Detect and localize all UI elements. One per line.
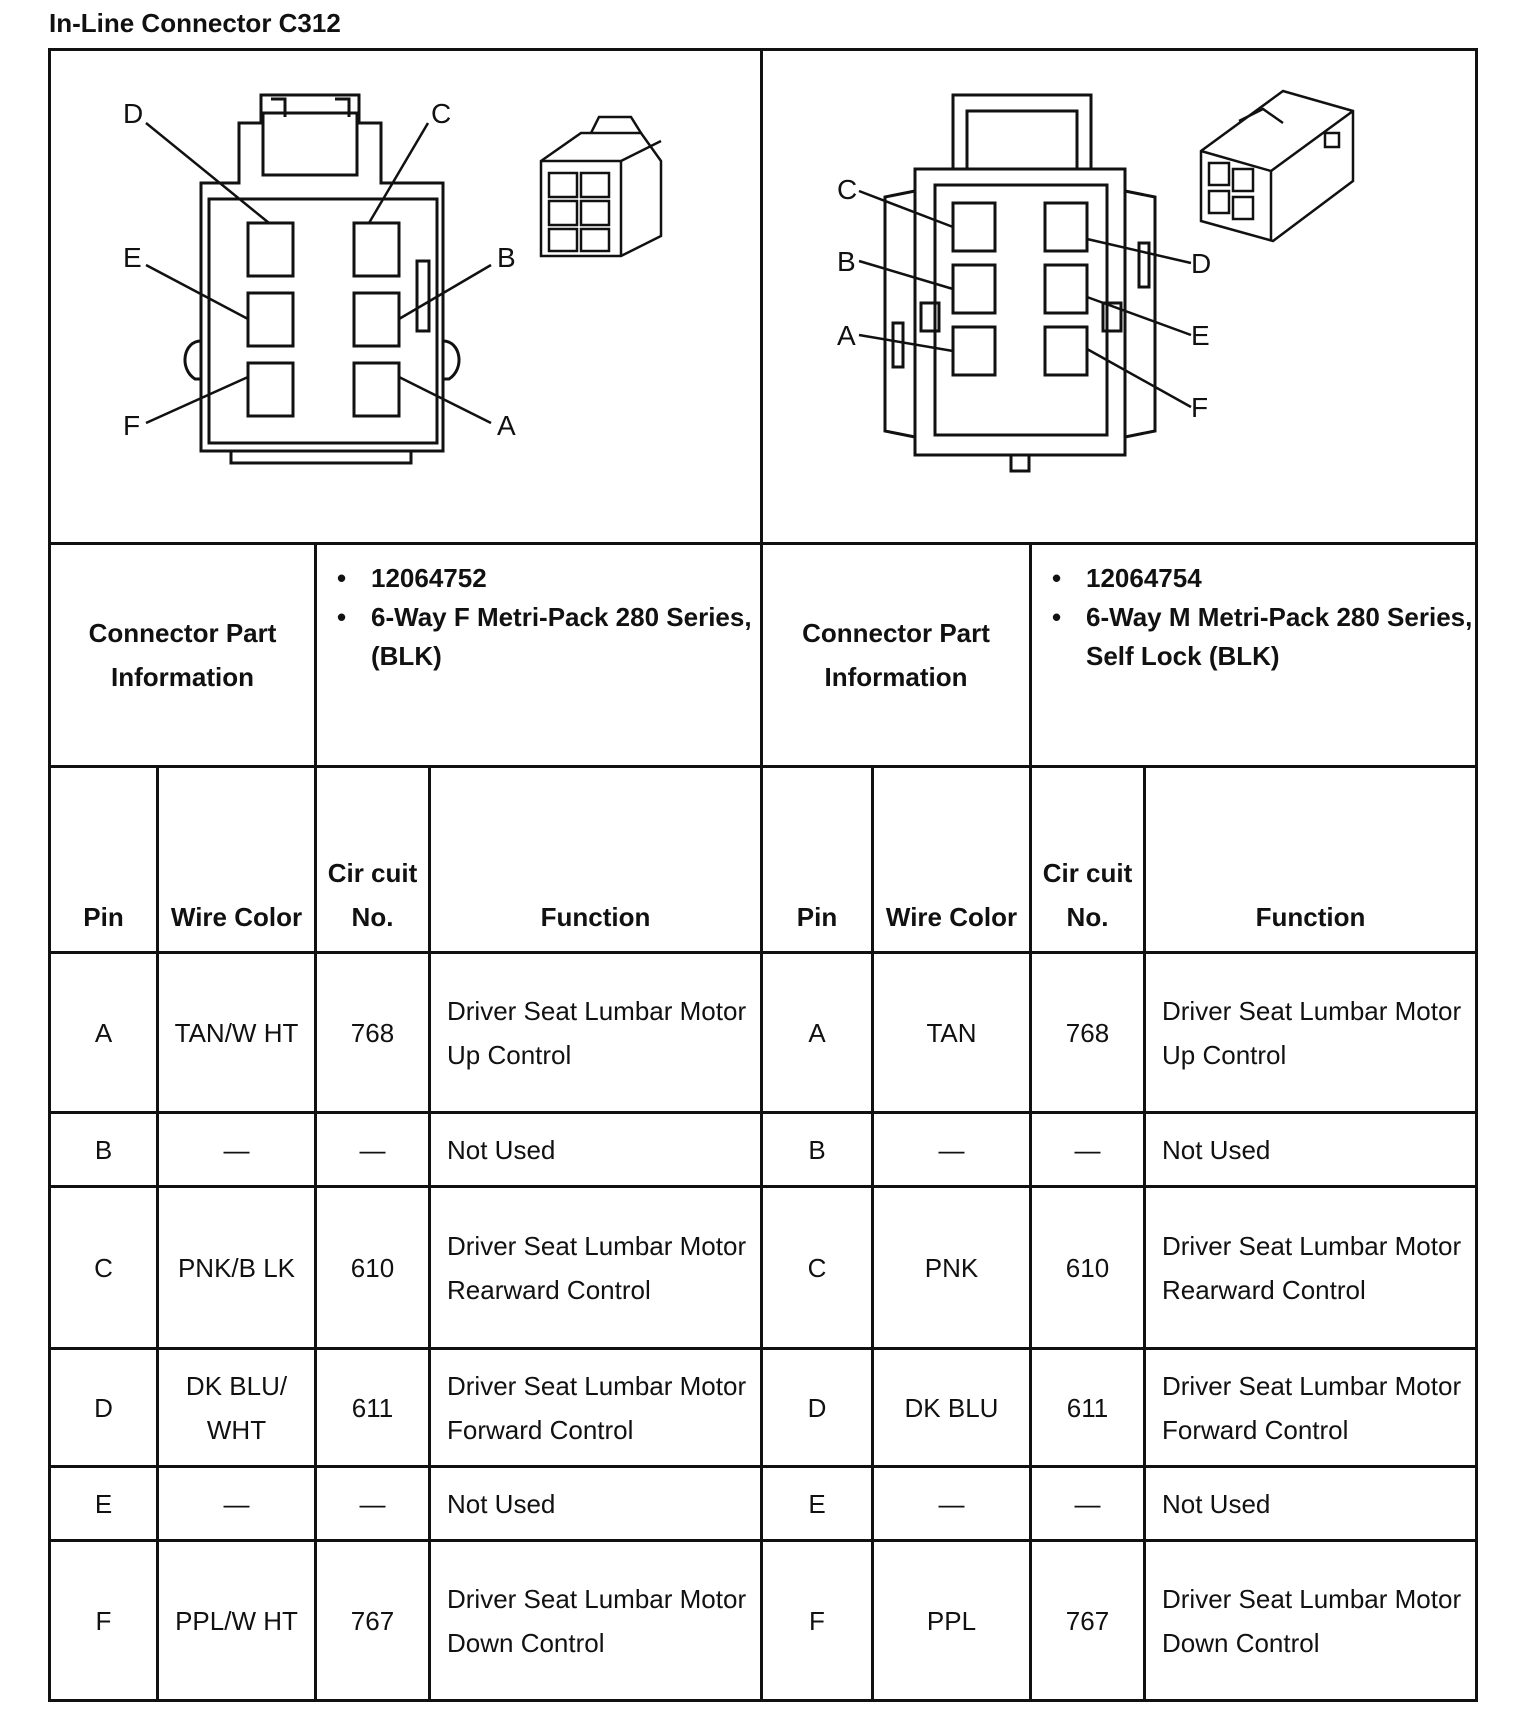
- function-cell: Driver Seat Lumbar Motor Up Control: [1146, 954, 1478, 1114]
- table-row: C PNK/B LK 610 Driver Seat Lumbar Motor …: [48, 1188, 1478, 1350]
- female-connector-diagram: D C E B F A: [48, 48, 763, 542]
- function-cell: Driver Seat Lumbar Motor Rearward Contro…: [431, 1188, 763, 1350]
- pin-label-f: F: [1191, 392, 1208, 423]
- wire-color-cell: TAN/W HT: [159, 954, 317, 1114]
- wire-color-cell: —: [159, 1114, 317, 1188]
- column-header-circuit: Cir cuit No.: [317, 768, 431, 954]
- circuit-cell: —: [317, 1114, 431, 1188]
- pin-cell: C: [763, 1188, 874, 1350]
- circuit-cell: 767: [1032, 1542, 1146, 1702]
- pin-cell: C: [48, 1188, 159, 1350]
- pin-cell: F: [48, 1542, 159, 1702]
- female-connector-face-view: D C E B F A: [123, 93, 663, 465]
- connector-part-info-value: 12064752 6-Way F Metri-Pack 280 Series, …: [317, 542, 763, 768]
- diagram-row: D C E B F A: [48, 48, 1478, 542]
- function-cell: Not Used: [431, 1468, 763, 1542]
- wire-color-cell: PNK: [874, 1188, 1032, 1350]
- page-title: In-Line Connector C312: [49, 8, 341, 38]
- column-header-function: Function: [1146, 768, 1478, 954]
- connector-sheet: D C E B F A: [48, 48, 1478, 1702]
- pin-cell: B: [763, 1114, 874, 1188]
- column-header-circuit: Cir cuit No.: [1032, 768, 1146, 954]
- pin-label-b: B: [837, 246, 856, 277]
- column-header-pin: Pin: [48, 768, 159, 954]
- part-number: 12064754: [1046, 559, 1475, 598]
- pin-label-b: B: [497, 242, 516, 273]
- circuit-cell: 610: [1032, 1188, 1146, 1350]
- pin-label-e: E: [1191, 320, 1210, 351]
- pin-label-a: A: [497, 410, 516, 441]
- pin-cell: B: [48, 1114, 159, 1188]
- connector-part-info-label: Connector Part Information: [48, 542, 317, 768]
- connector-part-info-row: Connector Part Information 12064752 6-Wa…: [48, 542, 1478, 768]
- pin-label-a: A: [837, 320, 856, 351]
- pin-cell: A: [48, 954, 159, 1114]
- column-header-wire-color: Wire Color: [159, 768, 317, 954]
- column-header-row: Pin Wire Color Cir cuit No. Function Pin…: [48, 768, 1478, 954]
- pin-label-c: C: [837, 174, 857, 205]
- wire-color-cell: PPL: [874, 1542, 1032, 1702]
- wire-color-cell: TAN: [874, 954, 1032, 1114]
- table-row: B — — Not Used B — — Not Used: [48, 1114, 1478, 1188]
- table-row: A TAN/W HT 768 Driver Seat Lumbar Motor …: [48, 954, 1478, 1114]
- column-header-function: Function: [431, 768, 763, 954]
- connector-part-info-value: 12064754 6-Way M Metri-Pack 280 Series, …: [1032, 542, 1478, 768]
- column-header-pin: Pin: [763, 768, 874, 954]
- wire-color-cell: PNK/B LK: [159, 1188, 317, 1350]
- male-connector-iso-icon: [1199, 89, 1355, 243]
- wire-color-cell: DK BLU/ WHT: [159, 1350, 317, 1468]
- function-cell: Driver Seat Lumbar Motor Forward Control: [431, 1350, 763, 1468]
- pin-cell: A: [763, 954, 874, 1114]
- wire-color-cell: —: [874, 1468, 1032, 1542]
- pin-label-f: F: [123, 410, 140, 441]
- circuit-cell: 768: [1032, 954, 1146, 1114]
- part-description: 6-Way F Metri-Pack 280 Series, (BLK): [331, 598, 760, 676]
- female-connector-iso-icon: [539, 115, 663, 258]
- pin-cell: D: [48, 1350, 159, 1468]
- table-row: D DK BLU/ WHT 611 Driver Seat Lumbar Mot…: [48, 1350, 1478, 1468]
- function-cell: Driver Seat Lumbar Motor Up Control: [431, 954, 763, 1114]
- circuit-cell: —: [1032, 1468, 1146, 1542]
- circuit-cell: 611: [317, 1350, 431, 1468]
- circuit-cell: —: [1032, 1114, 1146, 1188]
- function-cell: Not Used: [1146, 1468, 1478, 1542]
- pin-label-d: D: [1191, 248, 1211, 279]
- male-connector-diagram: C D B E A F: [763, 48, 1478, 542]
- circuit-cell: —: [317, 1468, 431, 1542]
- pin-label-d: D: [123, 98, 143, 129]
- function-cell: Driver Seat Lumbar Motor Down Control: [431, 1542, 763, 1702]
- pin-cell: F: [763, 1542, 874, 1702]
- wire-color-cell: —: [159, 1468, 317, 1542]
- wire-color-cell: —: [874, 1114, 1032, 1188]
- function-cell: Driver Seat Lumbar Motor Forward Control: [1146, 1350, 1478, 1468]
- circuit-cell: 610: [317, 1188, 431, 1350]
- connector-part-info-label: Connector Part Information: [763, 542, 1032, 768]
- wire-color-cell: DK BLU: [874, 1350, 1032, 1468]
- function-cell: Not Used: [431, 1114, 763, 1188]
- wire-color-cell: PPL/W HT: [159, 1542, 317, 1702]
- function-cell: Driver Seat Lumbar Motor Down Control: [1146, 1542, 1478, 1702]
- circuit-cell: 768: [317, 954, 431, 1114]
- pin-label-c: C: [431, 98, 451, 129]
- part-description: 6-Way M Metri-Pack 280 Series, Self Lock…: [1046, 598, 1475, 676]
- pin-label-e: E: [123, 242, 142, 273]
- circuit-cell: 767: [317, 1542, 431, 1702]
- pin-cell: E: [763, 1468, 874, 1542]
- table-row: E — — Not Used E — — Not Used: [48, 1468, 1478, 1542]
- male-connector-face-view: C D B E A F: [837, 89, 1355, 473]
- pin-cell: D: [763, 1350, 874, 1468]
- table-row: F PPL/W HT 767 Driver Seat Lumbar Motor …: [48, 1542, 1478, 1702]
- column-header-wire-color: Wire Color: [874, 768, 1032, 954]
- part-number: 12064752: [331, 559, 760, 598]
- pin-cell: E: [48, 1468, 159, 1542]
- circuit-cell: 611: [1032, 1350, 1146, 1468]
- function-cell: Driver Seat Lumbar Motor Rearward Contro…: [1146, 1188, 1478, 1350]
- function-cell: Not Used: [1146, 1114, 1478, 1188]
